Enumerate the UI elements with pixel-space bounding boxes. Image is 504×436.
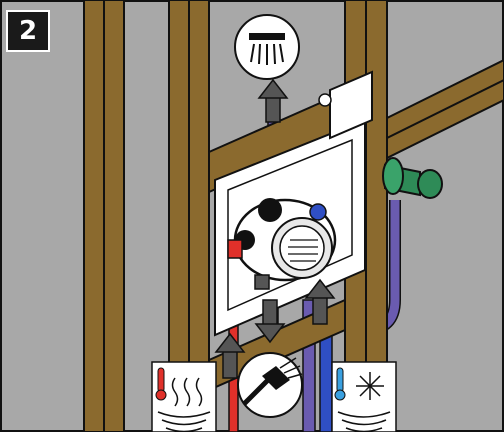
cold-water-thermometer-icon <box>332 362 396 432</box>
step-number-badge: 2 <box>6 10 50 52</box>
hot-water-thermometer-icon <box>152 362 216 432</box>
cold-water-pipe <box>320 330 332 432</box>
hand-shower-icon <box>238 353 302 417</box>
shower-head-icon <box>235 15 299 79</box>
